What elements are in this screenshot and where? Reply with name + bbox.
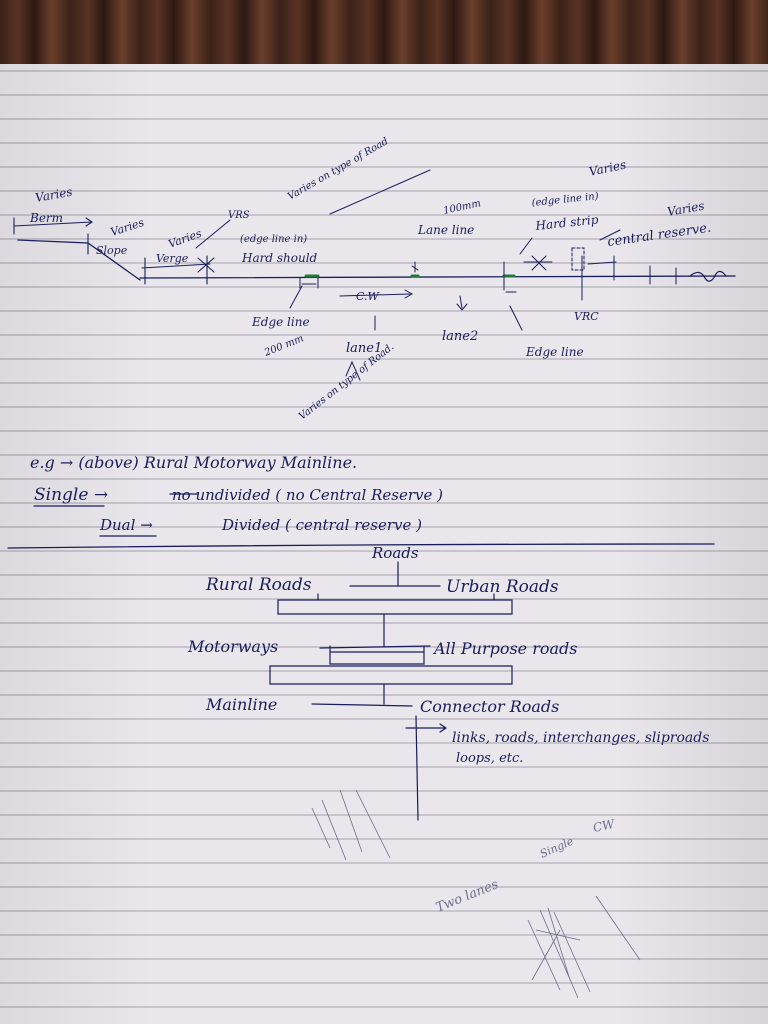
varies-top-left-label: Varies <box>34 185 73 205</box>
central-reserve-box <box>571 247 585 271</box>
hard-strip-dimension <box>503 255 553 291</box>
berm-label: Berm <box>29 211 63 225</box>
cw-dimension <box>339 289 414 299</box>
edge-line-in-right-label: (edge line in) <box>531 191 599 209</box>
rural-urban-bracket <box>277 593 513 647</box>
motorway-bracket <box>269 665 513 705</box>
road-definitions: e.g → (above) Rural Motorway Mainline. S… <box>7 453 715 549</box>
hard-shoulder-label: Hard should <box>241 251 318 265</box>
edge-line-label: Edge line <box>251 315 310 329</box>
connector-examples-line1: links, roads, interchanges, sliproads <box>452 730 709 746</box>
hard-strip-arrow <box>519 237 533 255</box>
connector-examples-line2: loops, etc. <box>456 751 523 766</box>
tree-root-roads: Roads <box>371 544 419 562</box>
dual-label: Dual → <box>99 516 153 534</box>
scribble-hatch-right <box>527 907 591 999</box>
verge-label: Verge <box>156 252 189 265</box>
vrs-label: VRS <box>228 210 250 221</box>
verge-varies-label: Varies <box>167 227 204 251</box>
connector-stem <box>405 715 448 821</box>
vrc-label: VRC <box>574 310 599 323</box>
edge-line-right-pointer <box>509 305 523 331</box>
edge-line-right-label: Edge line <box>525 345 584 359</box>
varies-type-arrow-top <box>329 169 431 215</box>
single-label: Single → <box>34 485 108 505</box>
edge-line-width-dim <box>299 277 319 289</box>
central-reserve-ticks <box>587 255 677 285</box>
dual-definition: Divided ( central reserve ) <box>221 516 422 534</box>
edge-line-width-label: 200 mm <box>262 333 305 359</box>
lane2-pointer <box>456 295 468 311</box>
rural-roads-node: Rural Roads <box>205 575 312 595</box>
mainline-connector-line <box>311 703 413 707</box>
varies-type-of-road-top-label: Varies on type of Road <box>286 136 390 203</box>
faint-scribbles: CW Single Two lanes <box>311 789 641 999</box>
scribble-stroke <box>595 895 641 961</box>
motorway-branch <box>319 645 431 665</box>
vrs-arrow <box>195 219 231 249</box>
edge-line-pointer <box>289 285 303 309</box>
road-cross-section-sketch: Varies Berm Varies Slope Varies Verge VR… <box>13 136 736 422</box>
mainline-node: Mainline <box>205 695 277 714</box>
lane2-label: lane2 <box>442 329 478 344</box>
lane-line-width-label: 100mm <box>442 198 482 217</box>
scribble-two-lanes: Two lanes <box>434 877 501 916</box>
motorways-node: Motorways <box>187 637 278 656</box>
lane-line-pointer <box>411 261 419 273</box>
verge-dimension <box>141 255 211 285</box>
break-squiggle <box>689 270 727 282</box>
scribble-single: Single <box>538 834 576 860</box>
vrs-cross-mark <box>197 257 215 273</box>
berm-dimension-arrow <box>13 217 93 235</box>
cw-label: C.W <box>356 290 381 303</box>
eg-rural-motorway-mainline: e.g → (above) Rural Motorway Mainline. <box>30 453 357 472</box>
varies-type-arrow-bottom <box>345 360 361 381</box>
carriageway-line <box>139 275 736 279</box>
scribble-hatch-left <box>311 789 391 861</box>
slope-varies-label: Varies <box>109 216 146 239</box>
section-divider <box>7 543 715 549</box>
central-reserve-label: central reserve. <box>606 221 712 250</box>
connector-roads-node: Connector Roads <box>420 697 559 716</box>
central-reserve-arrow <box>599 229 621 241</box>
varies-right-label: Varies <box>588 157 628 179</box>
lane-line-label: Lane line <box>417 223 474 237</box>
all-purpose-roads-node: All Purpose roads <box>432 639 578 658</box>
hard-strip-label: Hard strip <box>534 212 600 233</box>
urban-roads-node: Urban Roads <box>446 577 559 597</box>
edge-line-in-left-label: (edge line in) <box>240 234 307 245</box>
varies-central-label: Varies <box>666 199 705 219</box>
road-classification-tree: Roads Rural Roads Urban Roads Motorways … <box>187 544 709 821</box>
lane1-label: lane1 <box>346 341 382 356</box>
scribble-cw: CW <box>592 816 618 835</box>
slope-label: Slope <box>96 244 128 257</box>
root-branch <box>349 561 441 587</box>
single-definition: no undivided ( no Central Reserve ) <box>172 486 443 504</box>
